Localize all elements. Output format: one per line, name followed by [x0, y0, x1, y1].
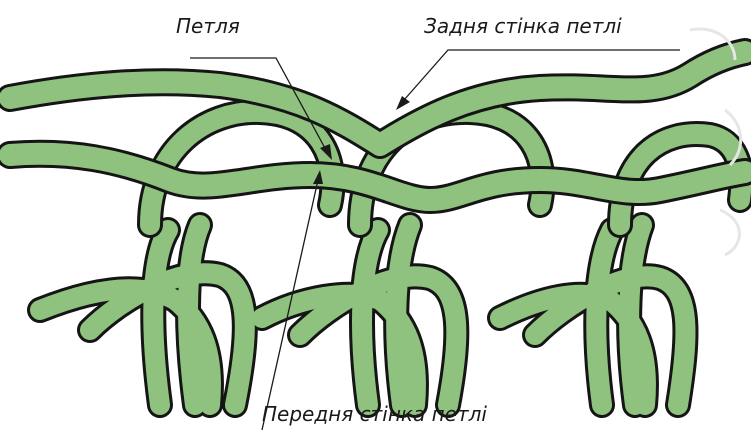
leader-back-wall — [396, 49, 680, 110]
label-loop: Петля — [176, 14, 240, 38]
leader-loop — [190, 57, 332, 160]
yarn-back-course — [10, 52, 745, 145]
yarn-lower-rows — [40, 225, 685, 405]
leader-front-wall — [261, 170, 323, 431]
label-back-wall: Задня стінка петлі — [424, 14, 622, 38]
watermark-marks — [689, 27, 743, 257]
label-front-wall: Передня стінка петлі — [262, 402, 487, 426]
